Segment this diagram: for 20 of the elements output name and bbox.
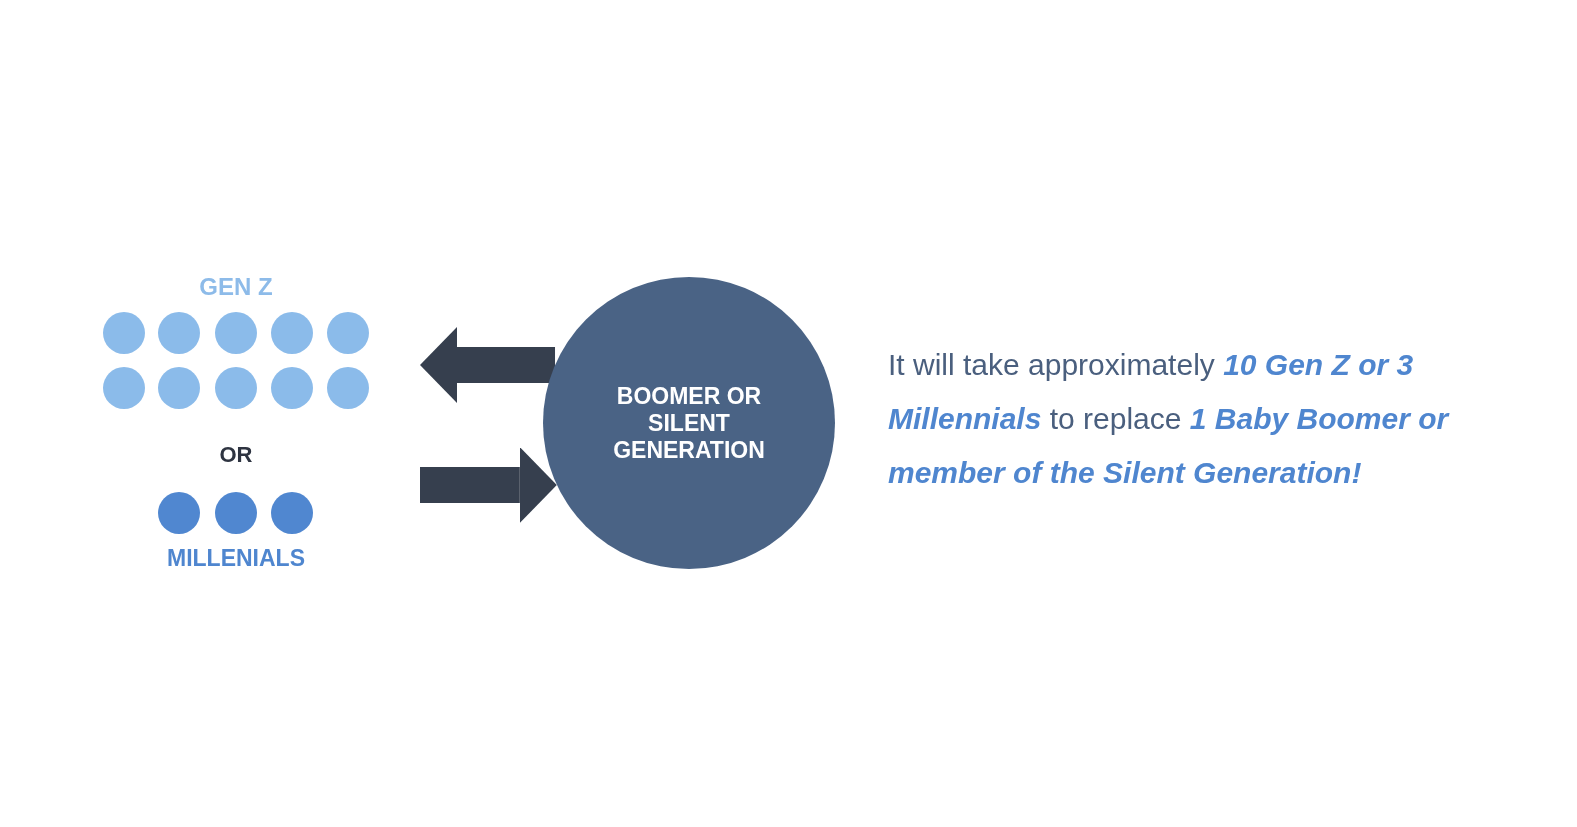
dot-icon	[271, 312, 313, 354]
statement-text: It will take approximately 10 Gen Z or 3 Millennials to replace 1 Baby Boomer or member of the Silent Generation!	[888, 347, 1451, 491]
dot-icon	[158, 312, 200, 354]
dot-icon	[158, 492, 200, 534]
dot-icon	[215, 367, 257, 409]
dot-icon	[271, 367, 313, 409]
dot-icon	[215, 492, 257, 534]
dot-icon	[327, 367, 369, 409]
arrow	[420, 327, 555, 403]
category-label: GEN Z	[199, 275, 273, 299]
category-label: MILLENIALS	[167, 547, 305, 570]
conjunction-label: OR	[219, 444, 253, 466]
node-label: BOOMER OR SILENT GENERATION	[612, 382, 766, 464]
dot-icon	[215, 312, 257, 354]
dot-icon	[327, 312, 369, 354]
dot-icon	[158, 367, 200, 409]
dot-icon	[103, 312, 145, 354]
dot-icon	[103, 367, 145, 409]
dot-icon	[271, 492, 313, 534]
arrow	[420, 447, 557, 523]
